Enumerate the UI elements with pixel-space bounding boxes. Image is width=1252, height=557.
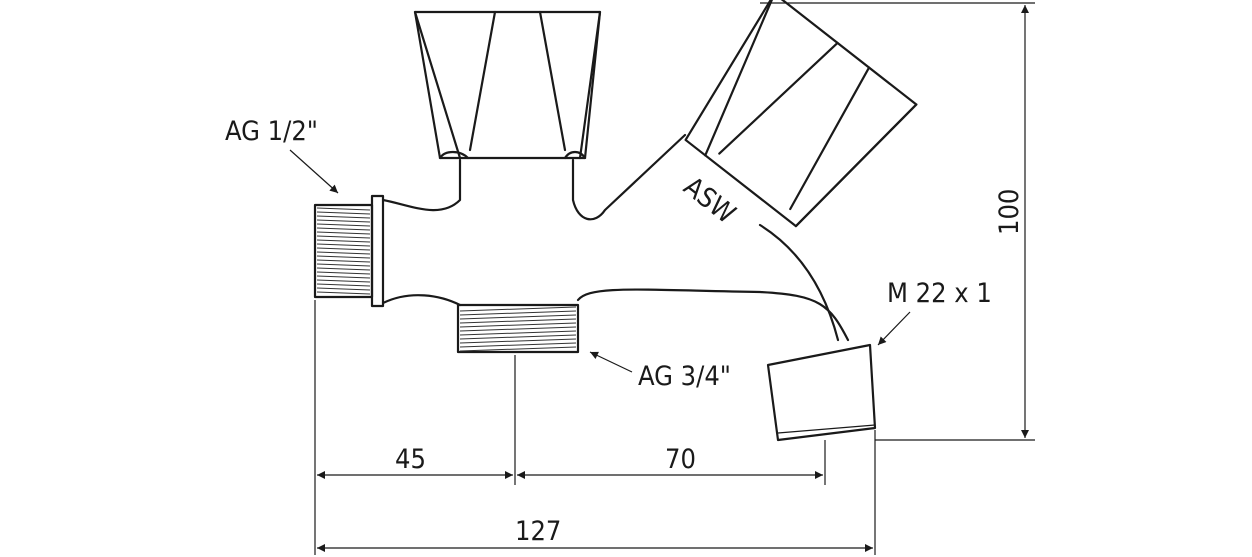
hose-thread [456, 303, 580, 354]
inlet-thread-label: AG 1/2" [225, 116, 318, 147]
right-offset-dimension: 70 [665, 444, 696, 475]
hose-thread-label: AG 3/4" [638, 361, 731, 392]
valve-body [381, 133, 850, 342]
left-offset-dimension: 45 [395, 444, 426, 475]
height-dimension: 100 [994, 189, 1025, 235]
top-handle [413, 10, 602, 160]
outlet-nozzle [766, 343, 877, 442]
leader-arrows [289, 149, 911, 373]
dimension-lines [314, 2, 1035, 555]
total-width-dimension: 127 [515, 516, 561, 547]
valve-type-label: ASW [678, 171, 741, 230]
outlet-thread-label: M 22 x 1 [887, 278, 992, 309]
inlet-thread [313, 194, 385, 308]
angle-handle [684, 0, 918, 228]
